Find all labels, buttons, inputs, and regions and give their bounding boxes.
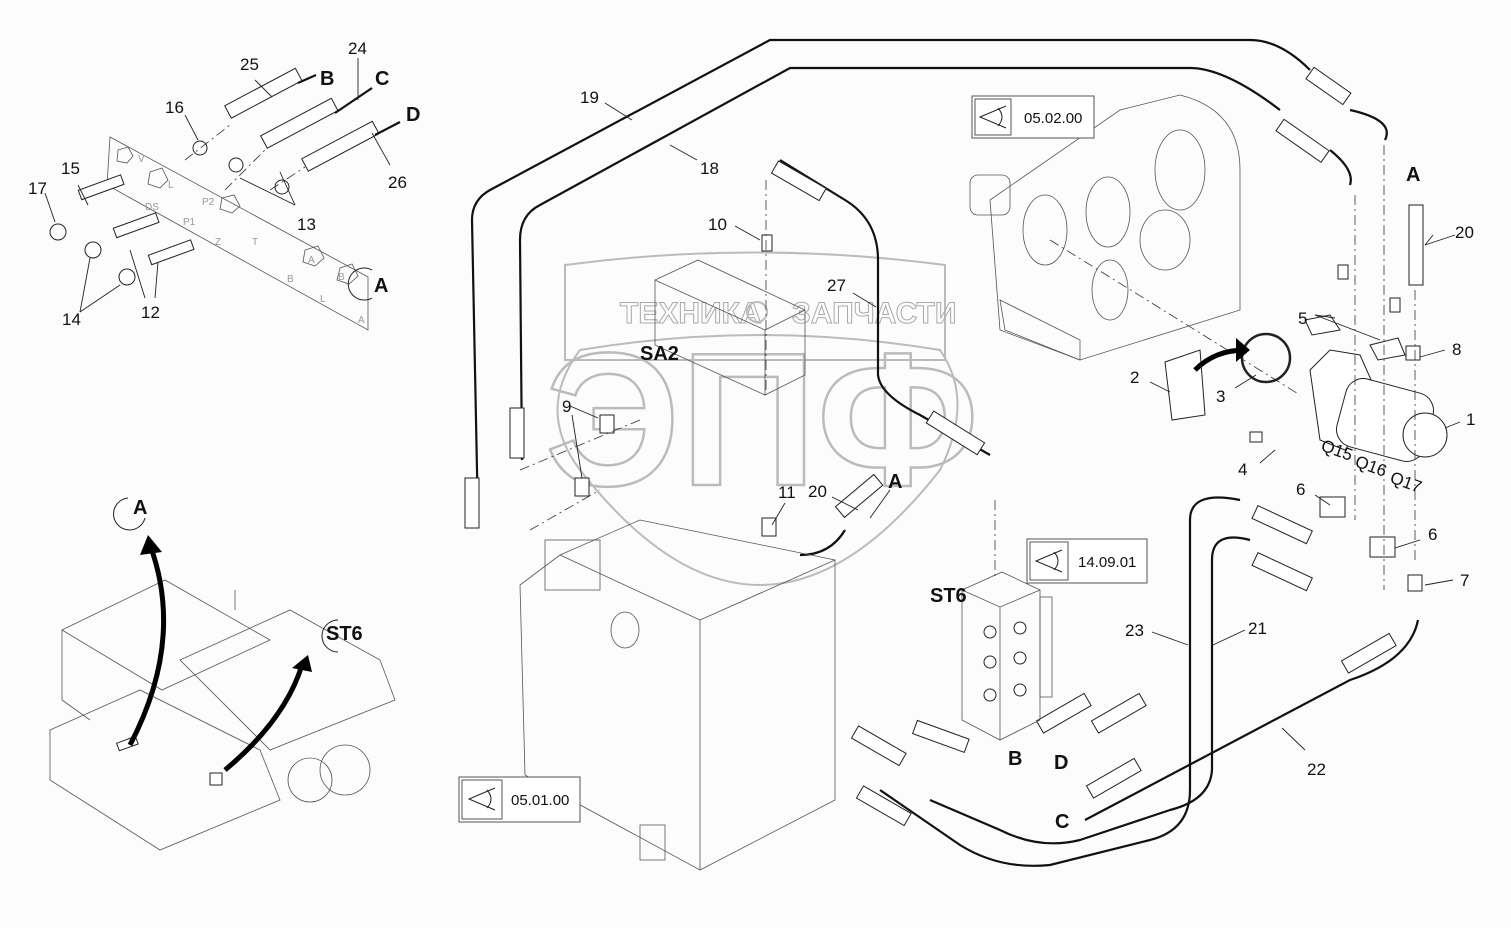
label-a-hose: A: [1406, 164, 1420, 186]
view-ref-05-01-00[interactable]: 05.01.00: [458, 776, 581, 823]
part-number-16[interactable]: 16: [165, 98, 184, 117]
hydraulic-tank: [519, 519, 836, 871]
detail-a-hoses: [184, 67, 401, 191]
plate-marking: P2: [202, 197, 215, 208]
part-number-20[interactable]: 20: [808, 482, 827, 501]
pump: [1164, 145, 1448, 592]
plate-marking: P1: [183, 217, 196, 228]
part-number-10[interactable]: 10: [708, 215, 727, 234]
part-number-25[interactable]: 25: [240, 55, 259, 74]
hose-assemblies: [464, 38, 1424, 867]
label-d: D: [1054, 752, 1068, 774]
part-number-12[interactable]: 12: [141, 303, 160, 322]
part-number-labels: 25 24 26 16 15 17 13 14 12 19 18 10 27 9…: [28, 39, 1475, 779]
part-number-15[interactable]: 15: [61, 159, 80, 178]
eye-view-icon: [467, 787, 496, 811]
part-number-7[interactable]: 7: [1460, 571, 1469, 590]
part-number-1[interactable]: 1: [1466, 410, 1475, 429]
label-b: B: [320, 68, 334, 90]
watermark-text-right: ЗАПЧАСТИ: [792, 297, 956, 330]
eye-view-icon: [1034, 549, 1063, 573]
plate-marking: V: [138, 154, 145, 165]
view-ref-code: 05.02.00: [1024, 110, 1082, 127]
overview-label-st6: ST6: [326, 623, 363, 645]
label-st6: ST6: [930, 585, 967, 607]
part-number-24[interactable]: 24: [348, 39, 367, 58]
detail-a-plate: V L DS P2 P1 Z T A B L B A: [106, 136, 369, 331]
watermark-logo: ЭПФ: [545, 314, 979, 526]
view-ref-14-09-01[interactable]: 14.09.01: [1026, 538, 1148, 584]
part-number-2[interactable]: 2: [1130, 368, 1139, 387]
part-number-26[interactable]: 26: [388, 173, 407, 192]
part-number-17[interactable]: 17: [28, 179, 47, 198]
view-ref-code: 05.01.00: [511, 792, 569, 809]
plate-marking: DS: [145, 202, 159, 213]
part-number-4[interactable]: 4: [1238, 460, 1247, 479]
label-b: B: [1008, 748, 1022, 770]
label-sa2: SA2: [640, 343, 679, 365]
assembly-labels: B C D A SA2 A A ST6 B D C A ST6: [133, 68, 1420, 833]
part-number-13[interactable]: 13: [297, 215, 316, 234]
part-number-21[interactable]: 21: [1248, 619, 1267, 638]
label-c: C: [375, 68, 389, 90]
view-ref-code: 14.09.01: [1078, 554, 1136, 571]
part-number-8[interactable]: 8: [1452, 340, 1461, 359]
label-c: C: [1055, 811, 1069, 833]
plate-marking: B: [338, 272, 345, 283]
plate-marking: B: [287, 274, 294, 285]
part-number-3[interactable]: 3: [1216, 387, 1225, 406]
st6-block: [961, 500, 1053, 741]
part-number-22[interactable]: 22: [1307, 760, 1326, 779]
part-number-14[interactable]: 14: [62, 310, 81, 329]
watermark: ТЕХНИКА ЗАПЧАСТИ ЭПФ: [544, 251, 980, 586]
label-a-hose: A: [888, 471, 902, 493]
part-number-9[interactable]: 9: [562, 397, 571, 416]
plate-marking: L: [320, 294, 326, 305]
view-ref-05-02-00[interactable]: 05.02.00: [971, 95, 1095, 139]
plate-marking: T: [252, 237, 258, 248]
sa2-block: [519, 180, 806, 537]
plate-marking: L: [168, 180, 174, 191]
part-number-19[interactable]: 19: [580, 88, 599, 107]
watermark-text-left: ТЕХНИКА: [620, 297, 762, 330]
label-a-detail: A: [374, 275, 388, 297]
detail-a-fasteners: [49, 140, 290, 286]
port-label-q17: Q17: [1388, 468, 1425, 497]
leader-lines: [44, 58, 1461, 751]
overview-label-a: A: [133, 497, 147, 519]
part-number-18[interactable]: 18: [700, 159, 719, 178]
plate-marking: A: [308, 255, 315, 266]
part-number-27[interactable]: 27: [827, 276, 846, 295]
plate-marking: A: [358, 315, 365, 326]
part-number-23[interactable]: 23: [1125, 621, 1144, 640]
part-number-20[interactable]: 20: [1455, 223, 1474, 242]
part-number-5[interactable]: 5: [1298, 309, 1307, 328]
part-number-6[interactable]: 6: [1428, 525, 1437, 544]
paver-overview: [49, 497, 396, 851]
part-number-6[interactable]: 6: [1296, 480, 1305, 499]
gearbox: [969, 94, 1301, 396]
label-d: D: [406, 104, 420, 126]
plate-marking: Z: [215, 237, 221, 248]
eye-view-icon: [978, 105, 1007, 129]
gear-icon: [746, 301, 768, 323]
part-number-11[interactable]: 11: [778, 483, 796, 502]
